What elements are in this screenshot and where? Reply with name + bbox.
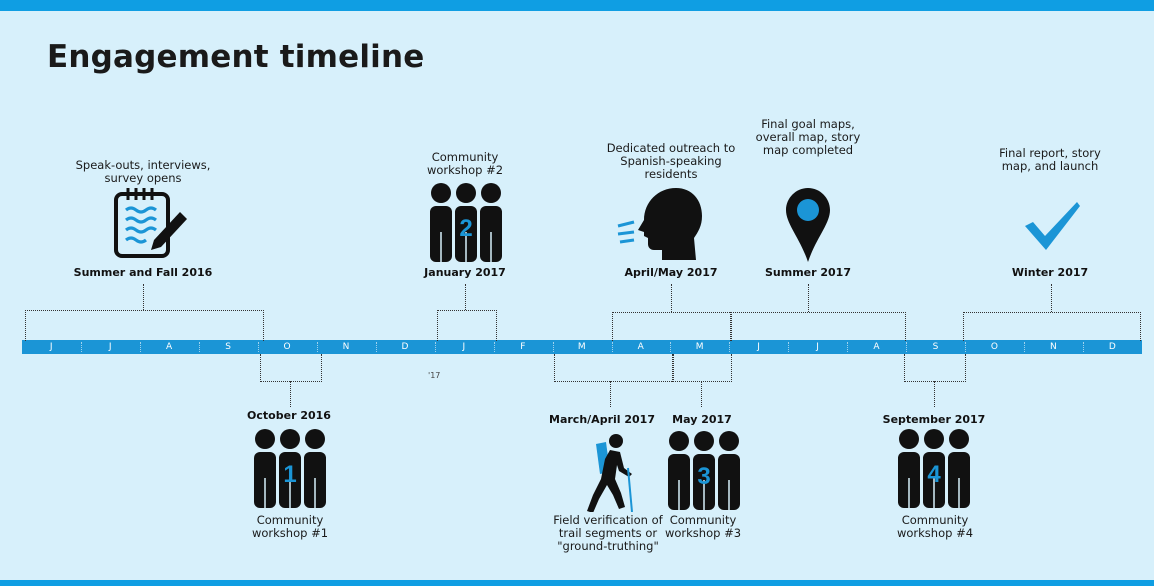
people-1-icon: 1 bbox=[252, 428, 328, 514]
connector-april-may-2017 bbox=[671, 284, 672, 312]
event-winter-2017-description: Final report, story map, and launch bbox=[999, 146, 1101, 173]
month-label: S bbox=[932, 342, 939, 352]
month-label: A bbox=[166, 342, 173, 352]
event-march-april-2017-date: March/April 2017 bbox=[549, 413, 655, 426]
month-separator bbox=[906, 342, 908, 352]
people-4-icon: 4 bbox=[896, 428, 972, 514]
month-separator bbox=[198, 342, 200, 352]
map-pin-icon bbox=[784, 186, 832, 268]
event-winter-2017-date: Winter 2017 bbox=[1011, 266, 1089, 279]
bracket-october-2016 bbox=[260, 354, 322, 382]
event-summer-2017-date: Summer 2017 bbox=[764, 266, 851, 279]
month-label: A bbox=[637, 342, 645, 352]
connector-march-april-2017 bbox=[610, 381, 611, 407]
month-label: J bbox=[108, 342, 112, 352]
hiker-icon bbox=[572, 432, 644, 516]
month-label: O bbox=[990, 342, 999, 352]
event-january-2017-date: January 2017 bbox=[424, 266, 506, 279]
svg-text:2: 2 bbox=[459, 215, 472, 242]
month-label: J bbox=[49, 342, 54, 352]
month-label: D bbox=[401, 342, 409, 352]
event-summer-fall-2016-date: Summer and Fall 2016 bbox=[73, 266, 213, 279]
month-separator bbox=[493, 342, 495, 352]
month-separator bbox=[80, 342, 82, 352]
month-separator bbox=[788, 342, 790, 352]
month-label: J bbox=[462, 342, 466, 352]
month-separator bbox=[316, 342, 318, 352]
event-summer-fall-2016-description: Speak-outs, interviews, survey opens bbox=[75, 158, 211, 185]
timeline-band bbox=[22, 340, 1142, 354]
month-label: M bbox=[695, 342, 705, 352]
bracket-april-may-2017 bbox=[612, 312, 732, 341]
bottom-accent-bar bbox=[0, 580, 1154, 586]
event-april-may-2017-description: Dedicated outreach to Spanish-speaking r… bbox=[606, 141, 736, 181]
top-accent-bar bbox=[0, 0, 1154, 11]
month-label: S bbox=[225, 342, 232, 352]
month-separator bbox=[847, 342, 849, 352]
event-october-2016-date: October 2016 bbox=[247, 409, 331, 422]
page-title: Engagement timeline bbox=[47, 39, 425, 75]
bracket-summer-2017 bbox=[730, 312, 906, 341]
bracket-january-2017 bbox=[437, 310, 497, 341]
month-separator bbox=[139, 342, 141, 352]
month-separator bbox=[670, 342, 672, 352]
month-label: N bbox=[1049, 342, 1058, 352]
month-label: O bbox=[283, 342, 292, 352]
month-label: F bbox=[520, 342, 526, 352]
event-summer-2017-description: Final goal maps, overall map, story map … bbox=[755, 117, 861, 157]
month-separator bbox=[611, 342, 613, 352]
month-separator bbox=[552, 342, 554, 352]
speaking-head-icon bbox=[616, 186, 706, 266]
connector-summer-2017 bbox=[808, 284, 809, 312]
connector-may-2017 bbox=[701, 381, 702, 407]
connector-september-2017 bbox=[934, 381, 935, 407]
svg-text:1: 1 bbox=[283, 461, 296, 488]
month-label: A bbox=[873, 342, 881, 352]
checkmark-icon bbox=[1023, 200, 1081, 256]
event-may-2017-date: May 2017 bbox=[672, 413, 732, 426]
event-september-2017-date: September 2017 bbox=[882, 413, 986, 426]
month-separator bbox=[434, 342, 436, 352]
event-october-2016-description: Community workshop #1 bbox=[251, 513, 329, 540]
connector-summer-fall-2016 bbox=[143, 284, 144, 310]
notepad-icon bbox=[110, 186, 192, 266]
event-september-2017-description: Community workshop #4 bbox=[896, 513, 974, 540]
month-label: J bbox=[757, 342, 761, 352]
svg-text:3: 3 bbox=[697, 463, 710, 490]
bracket-winter-2017 bbox=[963, 312, 1141, 341]
people-2-icon: 2 bbox=[428, 182, 504, 268]
month-separator bbox=[257, 342, 259, 352]
connector-january-2017 bbox=[465, 284, 466, 310]
month-label: N bbox=[342, 342, 350, 352]
event-may-2017-description: Community workshop #3 bbox=[664, 513, 742, 540]
event-april-may-2017-date: April/May 2017 bbox=[624, 266, 718, 279]
bracket-september-2017 bbox=[904, 354, 966, 382]
bracket-summer-fall-2016 bbox=[25, 310, 264, 341]
month-label: D bbox=[1108, 342, 1117, 352]
bracket-march-april-2017 bbox=[554, 354, 674, 382]
month-separator bbox=[729, 342, 731, 352]
month-separator bbox=[375, 342, 377, 352]
connector-winter-2017 bbox=[1051, 284, 1052, 312]
event-january-2017-description: Community workshop #2 bbox=[426, 150, 504, 177]
year-marker: '17 bbox=[428, 371, 441, 380]
event-march-april-2017-description: Field verification of trail segments or … bbox=[553, 513, 663, 553]
bracket-may-2017 bbox=[672, 354, 732, 382]
month-separator bbox=[965, 342, 967, 352]
month-label: M bbox=[577, 342, 587, 352]
people-3-icon: 3 bbox=[666, 430, 742, 516]
svg-text:4: 4 bbox=[927, 461, 941, 488]
month-separator bbox=[1083, 342, 1085, 352]
connector-october-2016 bbox=[290, 381, 291, 407]
month-label: J bbox=[816, 342, 820, 352]
month-separator bbox=[1024, 342, 1026, 352]
